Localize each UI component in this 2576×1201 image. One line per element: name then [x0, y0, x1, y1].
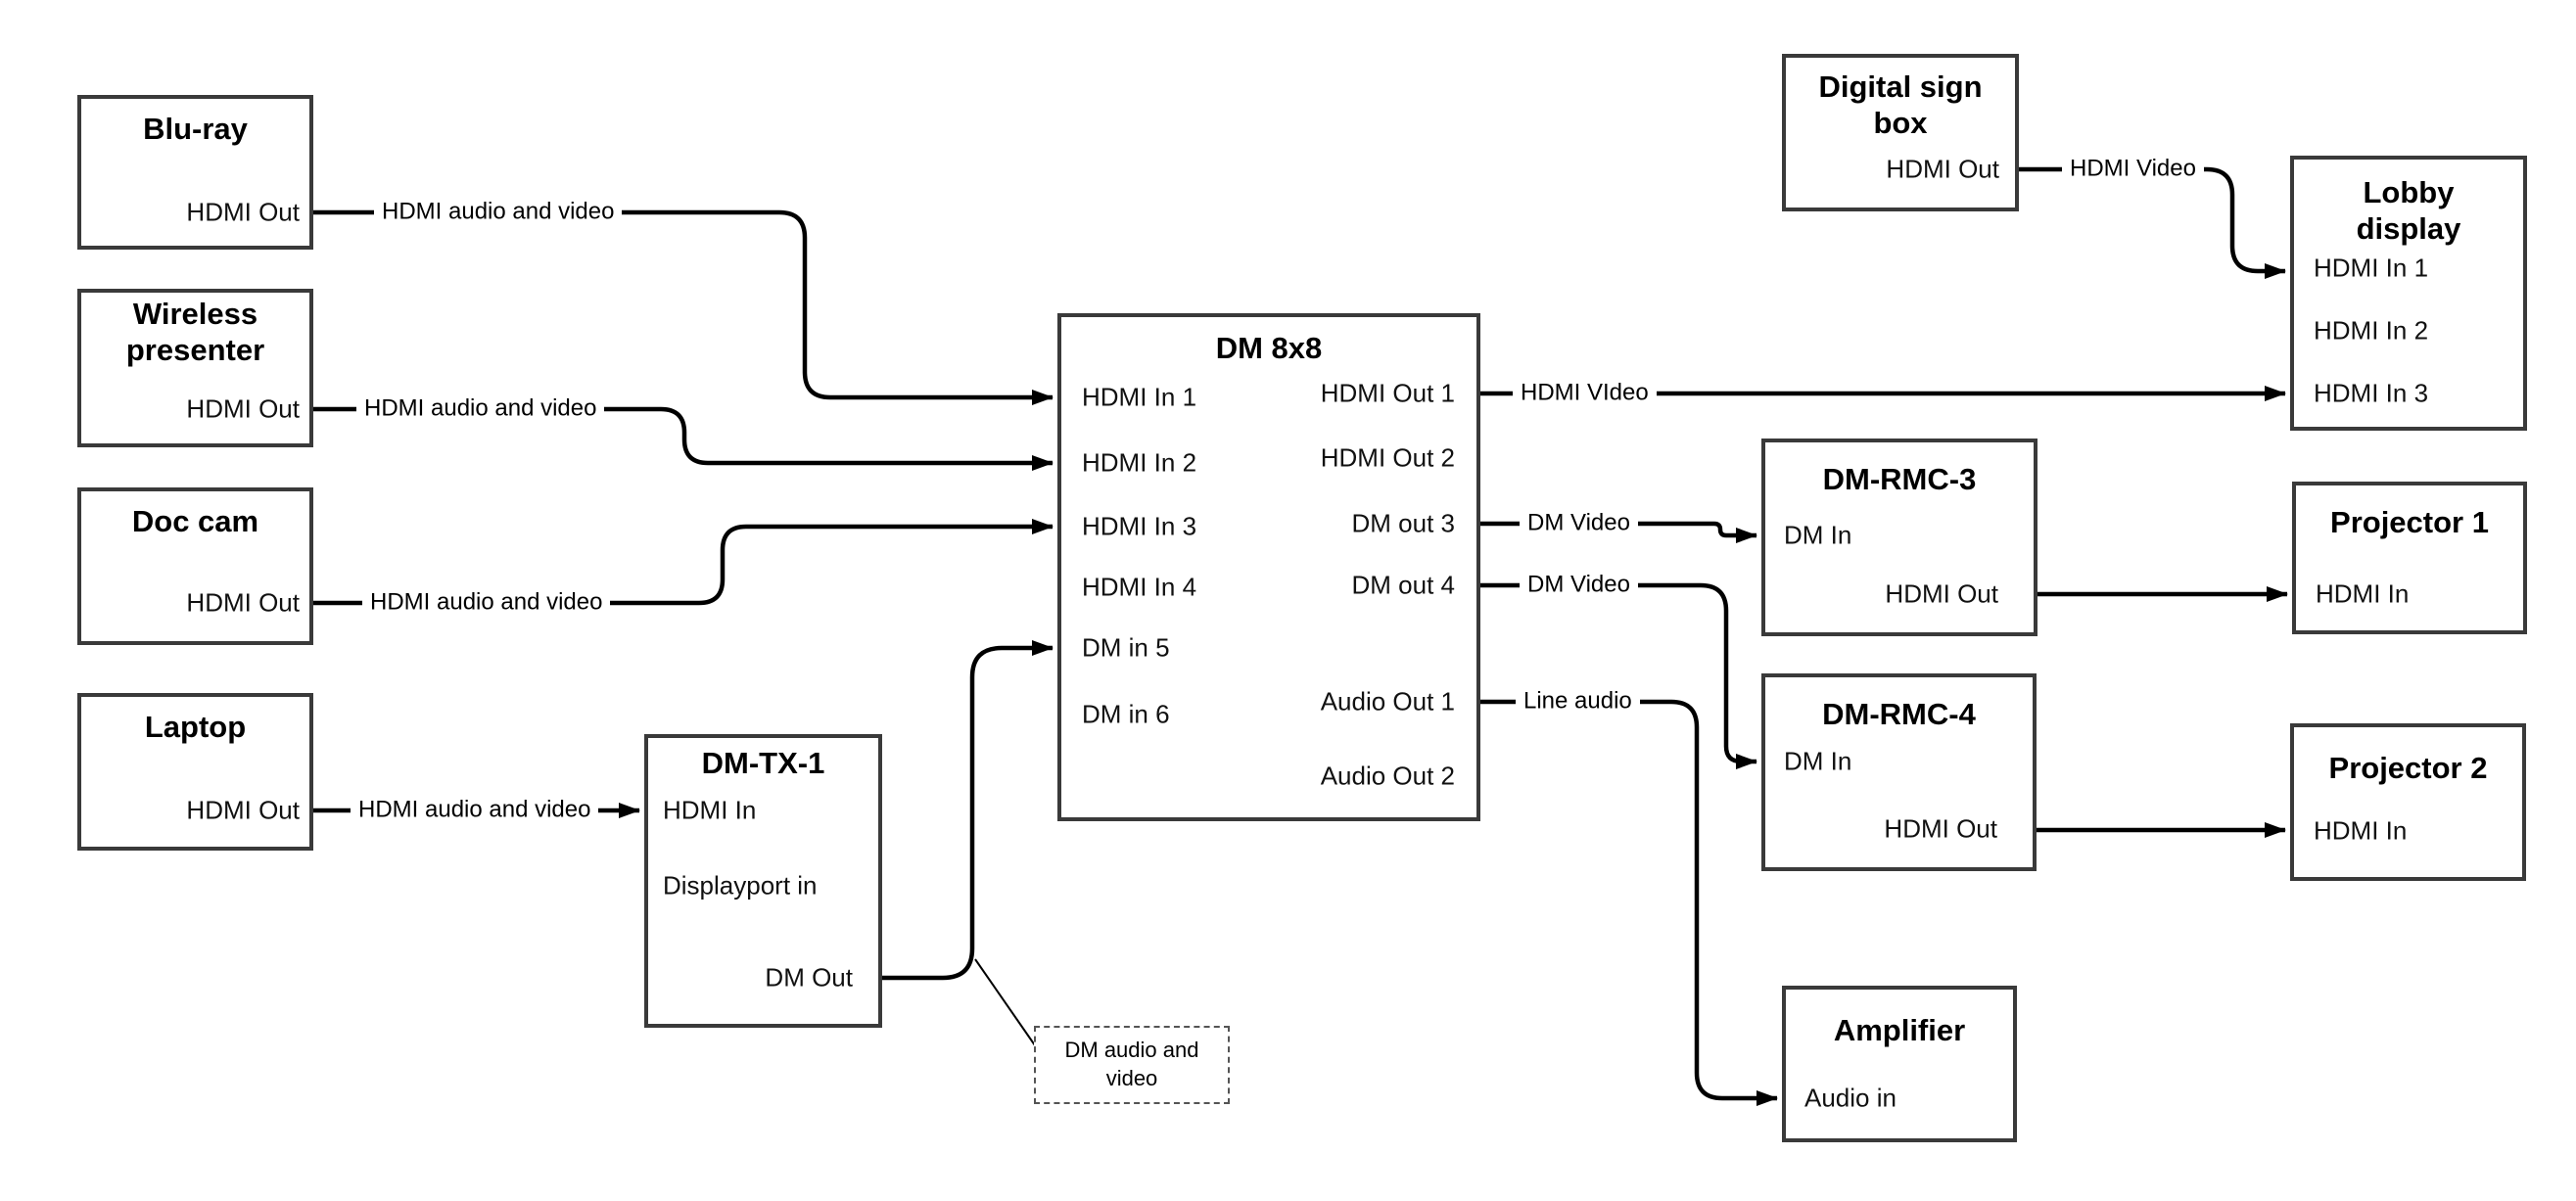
node-dm-rmc-4: DM-RMC-4 DM In HDMI Out: [1761, 673, 2037, 871]
cable-label: DM Video: [1520, 509, 1638, 537]
node-title-line: presenter: [125, 332, 265, 367]
port-hdmi-out: HDMI Out: [1886, 154, 1999, 184]
wire-dm-out-4-to-dm-rmc-4: [1480, 582, 1757, 769]
port-hdmi-in-2: HDMI In 2: [2314, 315, 2429, 346]
cable-label: DM Video: [1520, 571, 1638, 599]
port-hdmi-out: HDMI Out: [186, 393, 300, 424]
node-title-line: Lobby: [2363, 175, 2455, 209]
node-title: DM 8x8: [1061, 317, 1476, 367]
port-audio-out-2: Audio Out 2: [1320, 761, 1455, 791]
wire-dm-out-3-to-dm-rmc-3: [1480, 521, 1757, 543]
port-hdmi-in-3: HDMI In 3: [1082, 511, 1197, 541]
node-dm-rmc-3: DM-RMC-3 DM In HDMI Out: [1761, 439, 2037, 636]
port-hdmi-out: HDMI Out: [1885, 578, 1998, 609]
port-hdmi-in-2: HDMI In 2: [1082, 447, 1197, 478]
port-dm-in-5: DM in 5: [1082, 632, 1170, 663]
node-title-line: Wireless: [132, 297, 258, 331]
cable-label: Line audio: [1516, 687, 1640, 716]
port-hdmi-out-2: HDMI Out 2: [1320, 442, 1455, 473]
node-projector-2: Projector 2 HDMI In: [2290, 723, 2526, 881]
port-hdmi-in-1: HDMI In 1: [2314, 253, 2429, 283]
port-displayport-in: Displayport in: [663, 870, 818, 901]
annotation-line: video: [1105, 1066, 1158, 1090]
node-title-line: Projector 2: [2328, 751, 2488, 785]
port-dm-out-4: DM out 4: [1351, 570, 1456, 600]
port-hdmi-in: HDMI In: [663, 795, 757, 825]
port-dm-in-6: DM in 6: [1082, 699, 1170, 729]
port-hdmi-out: HDMI Out: [186, 197, 300, 227]
port-hdmi-out: HDMI Out: [186, 587, 300, 618]
port-audio-out-1: Audio Out 1: [1320, 686, 1455, 716]
node-title-line: DM-RMC-4: [1822, 697, 1976, 731]
node-projector-1: Projector 1 HDMI In: [2292, 482, 2527, 634]
node-title-line: Doc cam: [131, 504, 259, 538]
node-title-line: Projector 1: [2330, 505, 2489, 539]
node-title-line: Amplifier: [1833, 1013, 1966, 1047]
annotation-line: DM audio and: [1064, 1038, 1199, 1063]
cable-label: HDMI audio and video: [362, 588, 611, 617]
port-hdmi-out: HDMI Out: [1884, 813, 1997, 844]
node-title: DM-TX-1: [648, 738, 878, 782]
port-dm-out-3: DM out 3: [1351, 508, 1456, 538]
annotation-leader-line: [974, 958, 1036, 1046]
wire-audio-out-1-to-amplifier: [1480, 699, 1778, 1106]
node-title-line: Laptop: [144, 710, 247, 744]
port-dm-in: DM In: [1784, 520, 1852, 550]
node-title-line: Blu-ray: [143, 112, 248, 146]
node-title: Laptop: [81, 697, 309, 746]
node-title-line: DM-RMC-3: [1822, 462, 1977, 496]
node-title-line: Digital sign: [1818, 69, 1983, 104]
node-title-line: display: [2356, 210, 2461, 246]
cable-label: HDMI VIdeo: [1513, 379, 1657, 407]
cable-label: HDMI audio and video: [356, 394, 605, 423]
node-title: Projector 2: [2294, 727, 2522, 787]
node-title-line: DM-TX-1: [701, 746, 825, 780]
node-title: Doc cam: [81, 491, 309, 540]
node-title: Blu-ray: [81, 99, 309, 148]
port-audio-in: Audio in: [1804, 1083, 1897, 1113]
cable-label: HDMI audio and video: [351, 796, 599, 824]
node-title: Amplifier: [1786, 990, 2013, 1049]
cable-label: HDMI audio and video: [374, 198, 623, 226]
node-title: DM-RMC-4: [1765, 677, 2033, 733]
wire-digital-sign-box-to-lobby-display: [2019, 166, 2286, 279]
wire-wireless-presenter-to-hdmi-in-2: [313, 406, 1054, 471]
port-dm-out: DM Out: [765, 962, 853, 993]
port-hdmi-in: HDMI In: [2314, 815, 2408, 846]
wire-dm-tx-1-to-dm-in-5: [882, 640, 1054, 981]
port-hdmi-in-4: HDMI In 4: [1082, 572, 1197, 602]
annotation-dm-audio-and-video: DM audio and video: [1034, 1026, 1230, 1104]
port-hdmi-in-1: HDMI In 1: [1082, 382, 1197, 412]
node-title-line: DM 8x8: [1215, 331, 1323, 365]
node-title: DM-RMC-3: [1765, 442, 2034, 498]
cable-label: HDMI Video: [2062, 155, 2204, 183]
port-dm-in: DM In: [1784, 746, 1852, 776]
port-hdmi-out: HDMI Out: [186, 795, 300, 825]
port-hdmi-out-1: HDMI Out 1: [1320, 378, 1455, 408]
port-hdmi-in-3: HDMI In 3: [2314, 378, 2429, 408]
node-title-line: box: [1873, 105, 1928, 140]
wire-blu-ray-to-hdmi-in-1: [313, 209, 1054, 405]
node-title: Projector 1: [2296, 485, 2523, 541]
port-hdmi-in: HDMI In: [2316, 578, 2410, 609]
wire-doc-cam-to-hdmi-in-3: [313, 519, 1054, 606]
